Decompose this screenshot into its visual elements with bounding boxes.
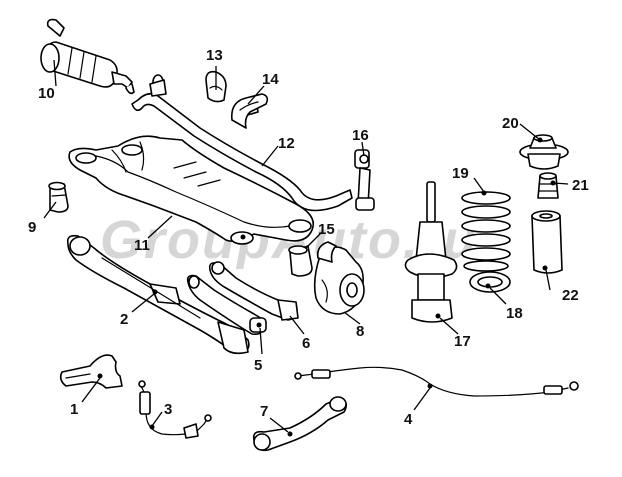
callout-3: 3 xyxy=(164,401,172,418)
callout-14: 14 xyxy=(262,71,279,88)
stabilizer-link-part xyxy=(354,149,375,211)
fuel-pump-part xyxy=(40,18,135,95)
callout-19: 19 xyxy=(452,165,469,182)
rear-subframe-part xyxy=(68,135,315,245)
dust-boot-part xyxy=(531,210,563,274)
callout-2: 2 xyxy=(120,311,128,328)
leader-lines xyxy=(43,59,569,433)
arm-bushing-part xyxy=(186,274,267,336)
strut-mount-part xyxy=(519,134,569,170)
callout-20: 20 xyxy=(502,115,519,132)
callout-11: 11 xyxy=(134,237,150,254)
wheel-knuckle-part xyxy=(313,241,365,315)
callout-22: 22 xyxy=(562,287,579,304)
callout-21: 21 xyxy=(572,177,589,194)
callout-13: 13 xyxy=(206,47,223,64)
callout-6: 6 xyxy=(302,335,310,352)
callout-numbers: 1 2 3 4 5 6 7 8 9 10 11 12 13 14 15 16 1… xyxy=(28,47,589,428)
upper-control-arm-part xyxy=(208,261,299,321)
trailing-link-part xyxy=(252,396,348,452)
callout-17: 17 xyxy=(454,333,471,350)
callout-4: 4 xyxy=(404,411,413,428)
knuckle-bushing-part xyxy=(288,245,313,277)
abs-sensor-cable-part xyxy=(138,380,212,439)
bump-stop-part xyxy=(537,172,559,199)
coil-spring-part xyxy=(461,190,511,272)
shock-absorber-part xyxy=(404,181,458,323)
callout-5: 5 xyxy=(254,357,262,374)
spring-seat-part xyxy=(469,271,511,293)
callout-1: 1 xyxy=(70,401,78,418)
callout-7: 7 xyxy=(260,403,268,420)
parking-brake-cable-part xyxy=(294,366,579,397)
callout-18: 18 xyxy=(506,305,523,322)
callout-8: 8 xyxy=(356,323,364,340)
callout-9: 9 xyxy=(28,219,36,236)
callout-12: 12 xyxy=(278,135,295,152)
bracket-part xyxy=(59,354,123,389)
callout-10: 10 xyxy=(38,85,55,102)
callout-16: 16 xyxy=(352,127,369,144)
stabilizer-clamp-part xyxy=(230,93,269,129)
callout-15: 15 xyxy=(318,221,335,238)
lower-control-arm-part xyxy=(66,234,250,355)
